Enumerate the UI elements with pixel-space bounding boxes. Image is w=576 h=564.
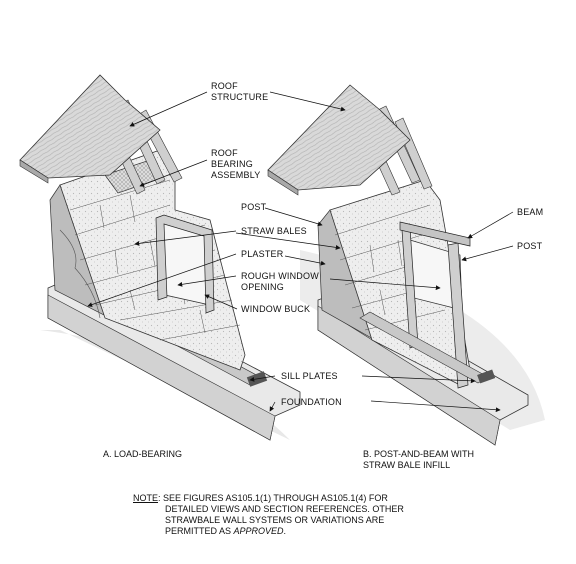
label-window-buck: WINDOW BUCK [241,304,311,314]
note-line-3: STRAWBALE WALL SYSTEMS OR VARIATIONS ARE [165,515,385,525]
caption-load-bearing: A. LOAD-BEARING [103,449,183,459]
note-line-4-approved: APPROVED [233,526,284,536]
note-heading: NOTE [133,493,159,503]
label-sill-plates: SILL PLATES [281,371,338,381]
label-plaster: PLASTER [241,249,284,259]
label-roof-structure: ROOF STRUCTURE [211,81,269,102]
note-block: NOTE: SEE FIGURES AS105.1(1) THROUGH AS1… [133,493,463,537]
label-straw-bales: STRAW BALES [241,226,307,236]
beam-b [399,221,471,247]
note-line-4-suffix: . [283,526,287,536]
label-rough-window-opening: ROUGH WINDOW OPENING [241,271,319,292]
label-foundation: FOUNDATION [281,397,342,407]
post-and-beam-wall [267,84,529,446]
label-beam: BEAM [517,207,544,217]
label-roof-bearing-assembly: ROOF BEARING ASSEMBLY [211,148,261,180]
caption-post-and-beam: B. POST-AND-BEAM WITH STRAW BALE INFILL [363,449,475,470]
note-line-4-prefix: PERMITTED AS [165,526,234,536]
post-b-right [447,242,469,389]
load-bearing-wall [19,74,301,441]
note-line-2: DETAILED VIEWS AND SECTION REFERENCES. O… [165,504,404,514]
note-line-4: PERMITTED AS APPROVED. [133,526,463,537]
label-post-left: POST [241,202,267,212]
note-line-1: : SEE FIGURES AS105.1(1) THROUGH AS105.1… [158,493,388,503]
label-post-right: POST [517,241,543,251]
window-buck-a [155,214,215,314]
leader-lines [87,91,514,413]
